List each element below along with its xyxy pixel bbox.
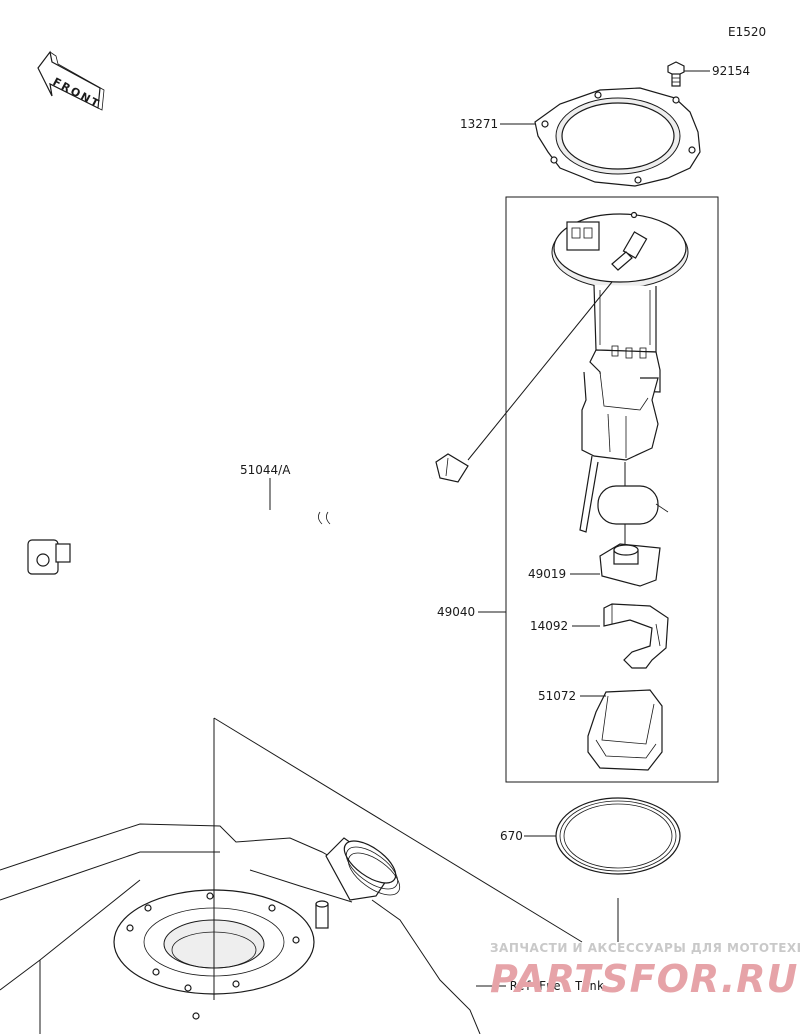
cover-14092: 14092 [530,603,669,669]
filter-49019: 49019 [528,543,661,587]
part-label-51044A: 51044/A [240,463,291,477]
bolt-92154: 92154 [667,61,750,87]
diagram-code: E1520 [728,25,766,39]
assembly-box-49040 [505,196,719,783]
watermark: ЗАПЧАСТИ И АКСЕССУАРЫ ДЛЯ МОТОТЕХНИКИ PA… [490,941,800,1001]
hose-51044A: 51044/A [27,281,613,575]
fuel-tank-reference: Ref.Fuel Tank [0,717,605,1034]
part-label-49040: 49040 [437,605,475,619]
gasket-plate-13271: 13271 [460,87,701,187]
o-ring-670: 670 [500,797,681,942]
part-label-49019: 49019 [528,567,566,581]
part-label-670: 670 [500,829,523,843]
watermark-tagline: ЗАПЧАСТИ И АКСЕССУАРЫ ДЛЯ МОТОТЕХНИКИ [490,941,800,955]
front-arrow-icon: FRONT [37,50,105,111]
fuel-pump [551,211,689,548]
part-label-14092: 14092 [530,619,568,633]
reference-label: Ref.Fuel Tank [510,979,605,993]
cup-51072: 51072 [538,689,663,771]
part-label-92154: 92154 [712,64,750,78]
part-label-51072: 51072 [538,689,576,703]
watermark-brand: PARTSFOR.RU [490,957,798,1001]
part-label-13271: 13271 [460,117,498,131]
